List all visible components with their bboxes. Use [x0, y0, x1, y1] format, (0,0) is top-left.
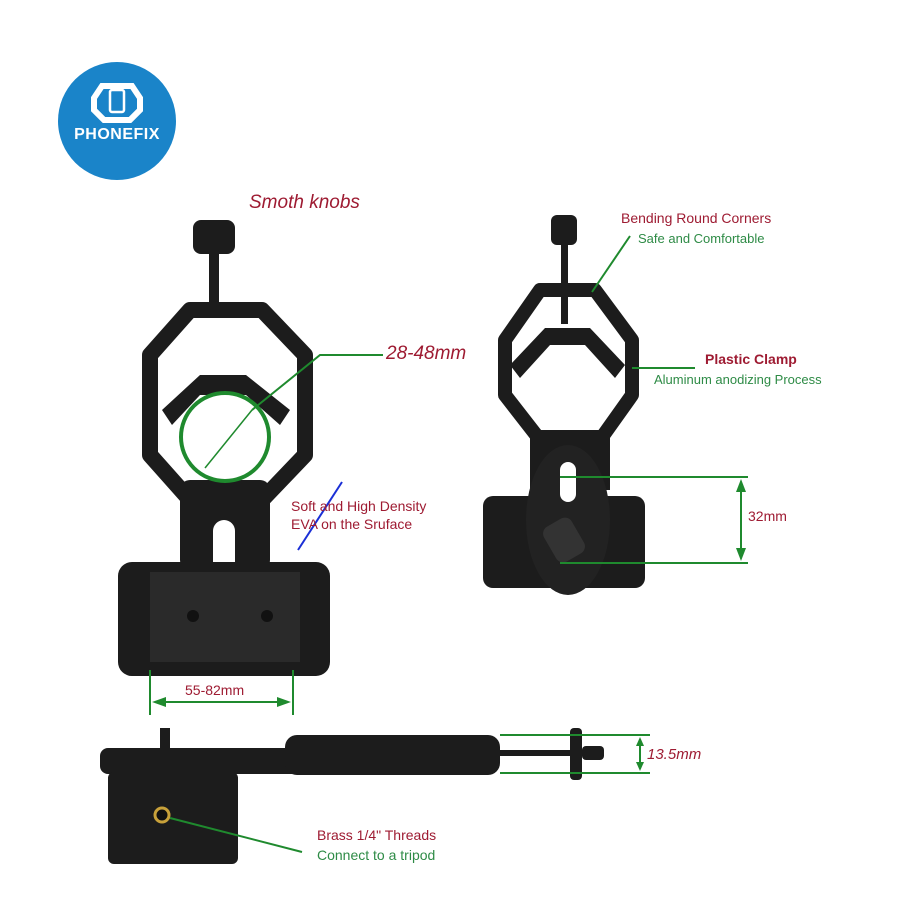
label-clamp-sub: Aluminum anodizing Process — [654, 372, 822, 387]
label-corners-title: Bending Round Corners — [621, 210, 772, 226]
label-phone-width: 55-82mm — [185, 682, 245, 698]
front-view-adapter — [118, 220, 330, 676]
label-clamp-range: 28-48mm — [386, 343, 467, 364]
label-thread-sub: Connect to a tripod — [317, 847, 436, 863]
wrench-phone-icon — [91, 83, 143, 123]
side-knob — [570, 728, 582, 780]
brand-name: PHONEFIX — [74, 126, 160, 143]
label-thread-title: Brass 1/4" Threads — [317, 827, 437, 843]
label-corners-sub: Safe and Comfortable — [638, 231, 765, 246]
label-thickness: 13.5mm — [647, 746, 702, 763]
label-smooth-knobs: Smoth knobs — [249, 192, 360, 213]
brass-thread — [153, 806, 171, 824]
side-view-adapter — [100, 728, 604, 864]
back-view-adapter — [483, 215, 645, 595]
top-knob — [193, 220, 235, 254]
label-eva: Soft and High Density EVA on the Sruface — [291, 498, 427, 532]
label-clamp-title: Plastic Clamp — [705, 351, 797, 367]
label-slot-length: 32mm — [748, 508, 787, 524]
tube-diameter-circle — [179, 391, 271, 483]
phonefix-logo: PHONEFIX — [58, 62, 176, 180]
